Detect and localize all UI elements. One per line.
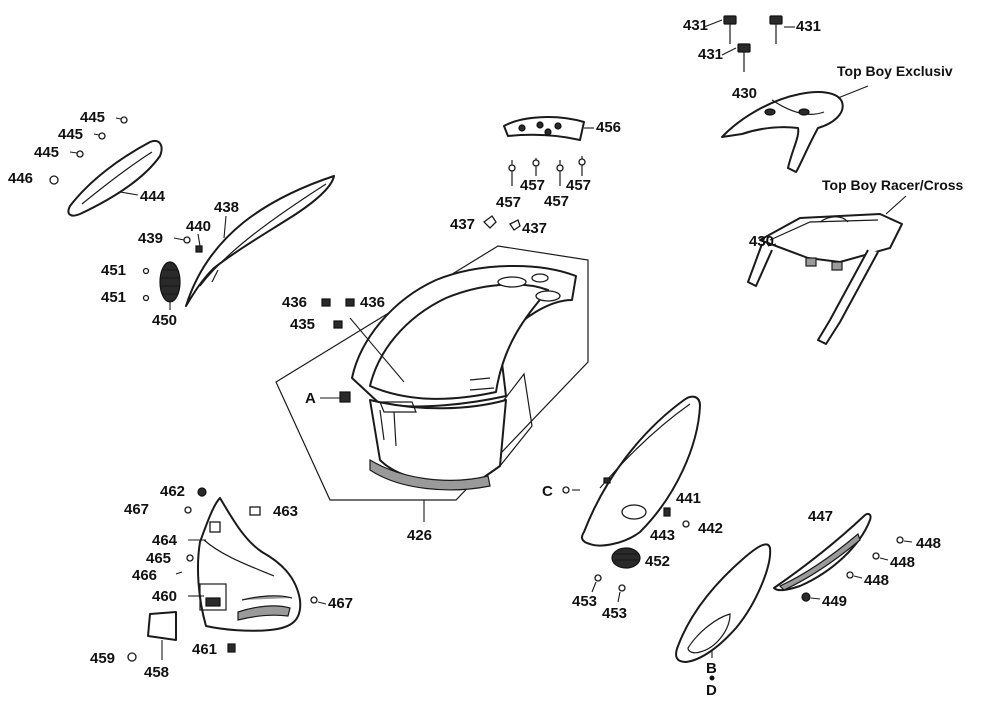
dot-icon xyxy=(709,675,715,681)
screw-453-icon xyxy=(594,574,626,592)
screw-445-icon xyxy=(49,116,128,185)
screw-449-icon xyxy=(801,592,811,602)
fastener-463-icon xyxy=(249,506,261,516)
label-445-c: 445 xyxy=(34,144,59,161)
label-448-a: 448 xyxy=(916,535,941,552)
screw-467-icon xyxy=(184,506,192,514)
caption-top-boy-exclusiv: Top Boy Exclusiv xyxy=(837,63,953,79)
label-440: 440 xyxy=(186,218,211,235)
label-463: 463 xyxy=(273,503,298,520)
caption-top-boy-racer-cross: Top Boy Racer/Cross xyxy=(822,177,964,193)
label-a: A xyxy=(305,390,316,407)
fastener-462-icon xyxy=(197,487,207,497)
label-436-b: 436 xyxy=(360,294,385,311)
label-467-a: 467 xyxy=(124,501,149,518)
label-444: 444 xyxy=(140,188,166,205)
label-431-c: 431 xyxy=(698,46,723,63)
label-464: 464 xyxy=(152,532,178,549)
label-451-b: 451 xyxy=(101,289,126,306)
screw-442-icon xyxy=(682,520,690,528)
label-462: 462 xyxy=(160,483,185,500)
side-panel-441 xyxy=(581,395,701,547)
rear-carrier-racer xyxy=(747,195,907,345)
rear-carrier-exclusiv xyxy=(721,85,869,173)
screw-c-icon xyxy=(562,486,570,494)
label-430-a: 430 xyxy=(732,85,757,102)
label-451-a: 451 xyxy=(101,262,126,279)
fastener-461-icon xyxy=(227,643,236,653)
label-453-b: 453 xyxy=(602,605,627,622)
label-445-a: 445 xyxy=(80,109,105,126)
label-436-a: 436 xyxy=(282,294,307,311)
label-460: 460 xyxy=(152,588,177,605)
lower-panel-b xyxy=(675,543,772,663)
label-466: 466 xyxy=(132,567,157,584)
clip-443-icon xyxy=(663,507,671,517)
screw-457-icon xyxy=(508,156,586,186)
label-426: 426 xyxy=(407,527,432,544)
clip-465-icon xyxy=(186,554,194,562)
helmet-box-426 xyxy=(275,245,589,501)
label-445-b: 445 xyxy=(58,126,83,143)
nut-436-icon xyxy=(321,298,355,329)
label-465: 465 xyxy=(146,550,171,567)
label-430-b: 430 xyxy=(749,233,774,250)
label-c: C xyxy=(542,483,553,500)
label-449: 449 xyxy=(822,593,847,610)
label-459: 459 xyxy=(90,650,115,667)
screw-467b-icon xyxy=(310,596,318,604)
side-panel-438 xyxy=(185,175,335,307)
inner-cover-460 xyxy=(197,497,302,632)
screw-459-icon xyxy=(127,652,137,662)
label-443: 443 xyxy=(650,527,675,544)
clip-437-icon xyxy=(483,215,521,231)
label-448-b: 448 xyxy=(890,554,915,571)
label-457-c: 457 xyxy=(544,193,569,210)
label-457-b: 457 xyxy=(520,177,545,194)
label-447: 447 xyxy=(808,508,833,525)
screw-439-icon xyxy=(183,236,191,244)
plate-458 xyxy=(147,611,177,641)
screw-451-icon xyxy=(142,267,150,302)
latch-a-icon xyxy=(339,391,351,403)
label-446: 446 xyxy=(8,170,33,187)
label-461: 461 xyxy=(192,641,217,658)
label-435: 435 xyxy=(290,316,315,333)
label-452: 452 xyxy=(645,553,670,570)
label-450: 450 xyxy=(152,312,177,329)
label-448-c: 448 xyxy=(864,572,889,589)
label-441: 441 xyxy=(676,490,701,507)
label-467-b: 467 xyxy=(328,595,353,612)
bolt-431-icon xyxy=(723,15,783,72)
side-panel-444 xyxy=(67,140,163,217)
label-458: 458 xyxy=(144,664,169,681)
label-437-b: 437 xyxy=(522,220,547,237)
label-d: D xyxy=(706,682,717,699)
grille-450 xyxy=(159,261,181,303)
label-439: 439 xyxy=(138,230,163,247)
label-457-a: 457 xyxy=(496,194,521,211)
label-431-b: 431 xyxy=(796,18,821,35)
label-431-a: 431 xyxy=(683,17,708,34)
side-panel-447 xyxy=(773,512,872,592)
label-438: 438 xyxy=(214,199,239,216)
label-437-a: 437 xyxy=(450,216,475,233)
grille-452 xyxy=(611,547,641,569)
label-456: 456 xyxy=(596,119,621,136)
clip-440-icon xyxy=(195,245,203,253)
label-457-d: 457 xyxy=(566,177,591,194)
label-b: B xyxy=(706,660,717,677)
screw-448-icon xyxy=(846,536,904,579)
label-453-a: 453 xyxy=(572,593,597,610)
label-442: 442 xyxy=(698,520,723,537)
cover-456 xyxy=(503,116,585,141)
